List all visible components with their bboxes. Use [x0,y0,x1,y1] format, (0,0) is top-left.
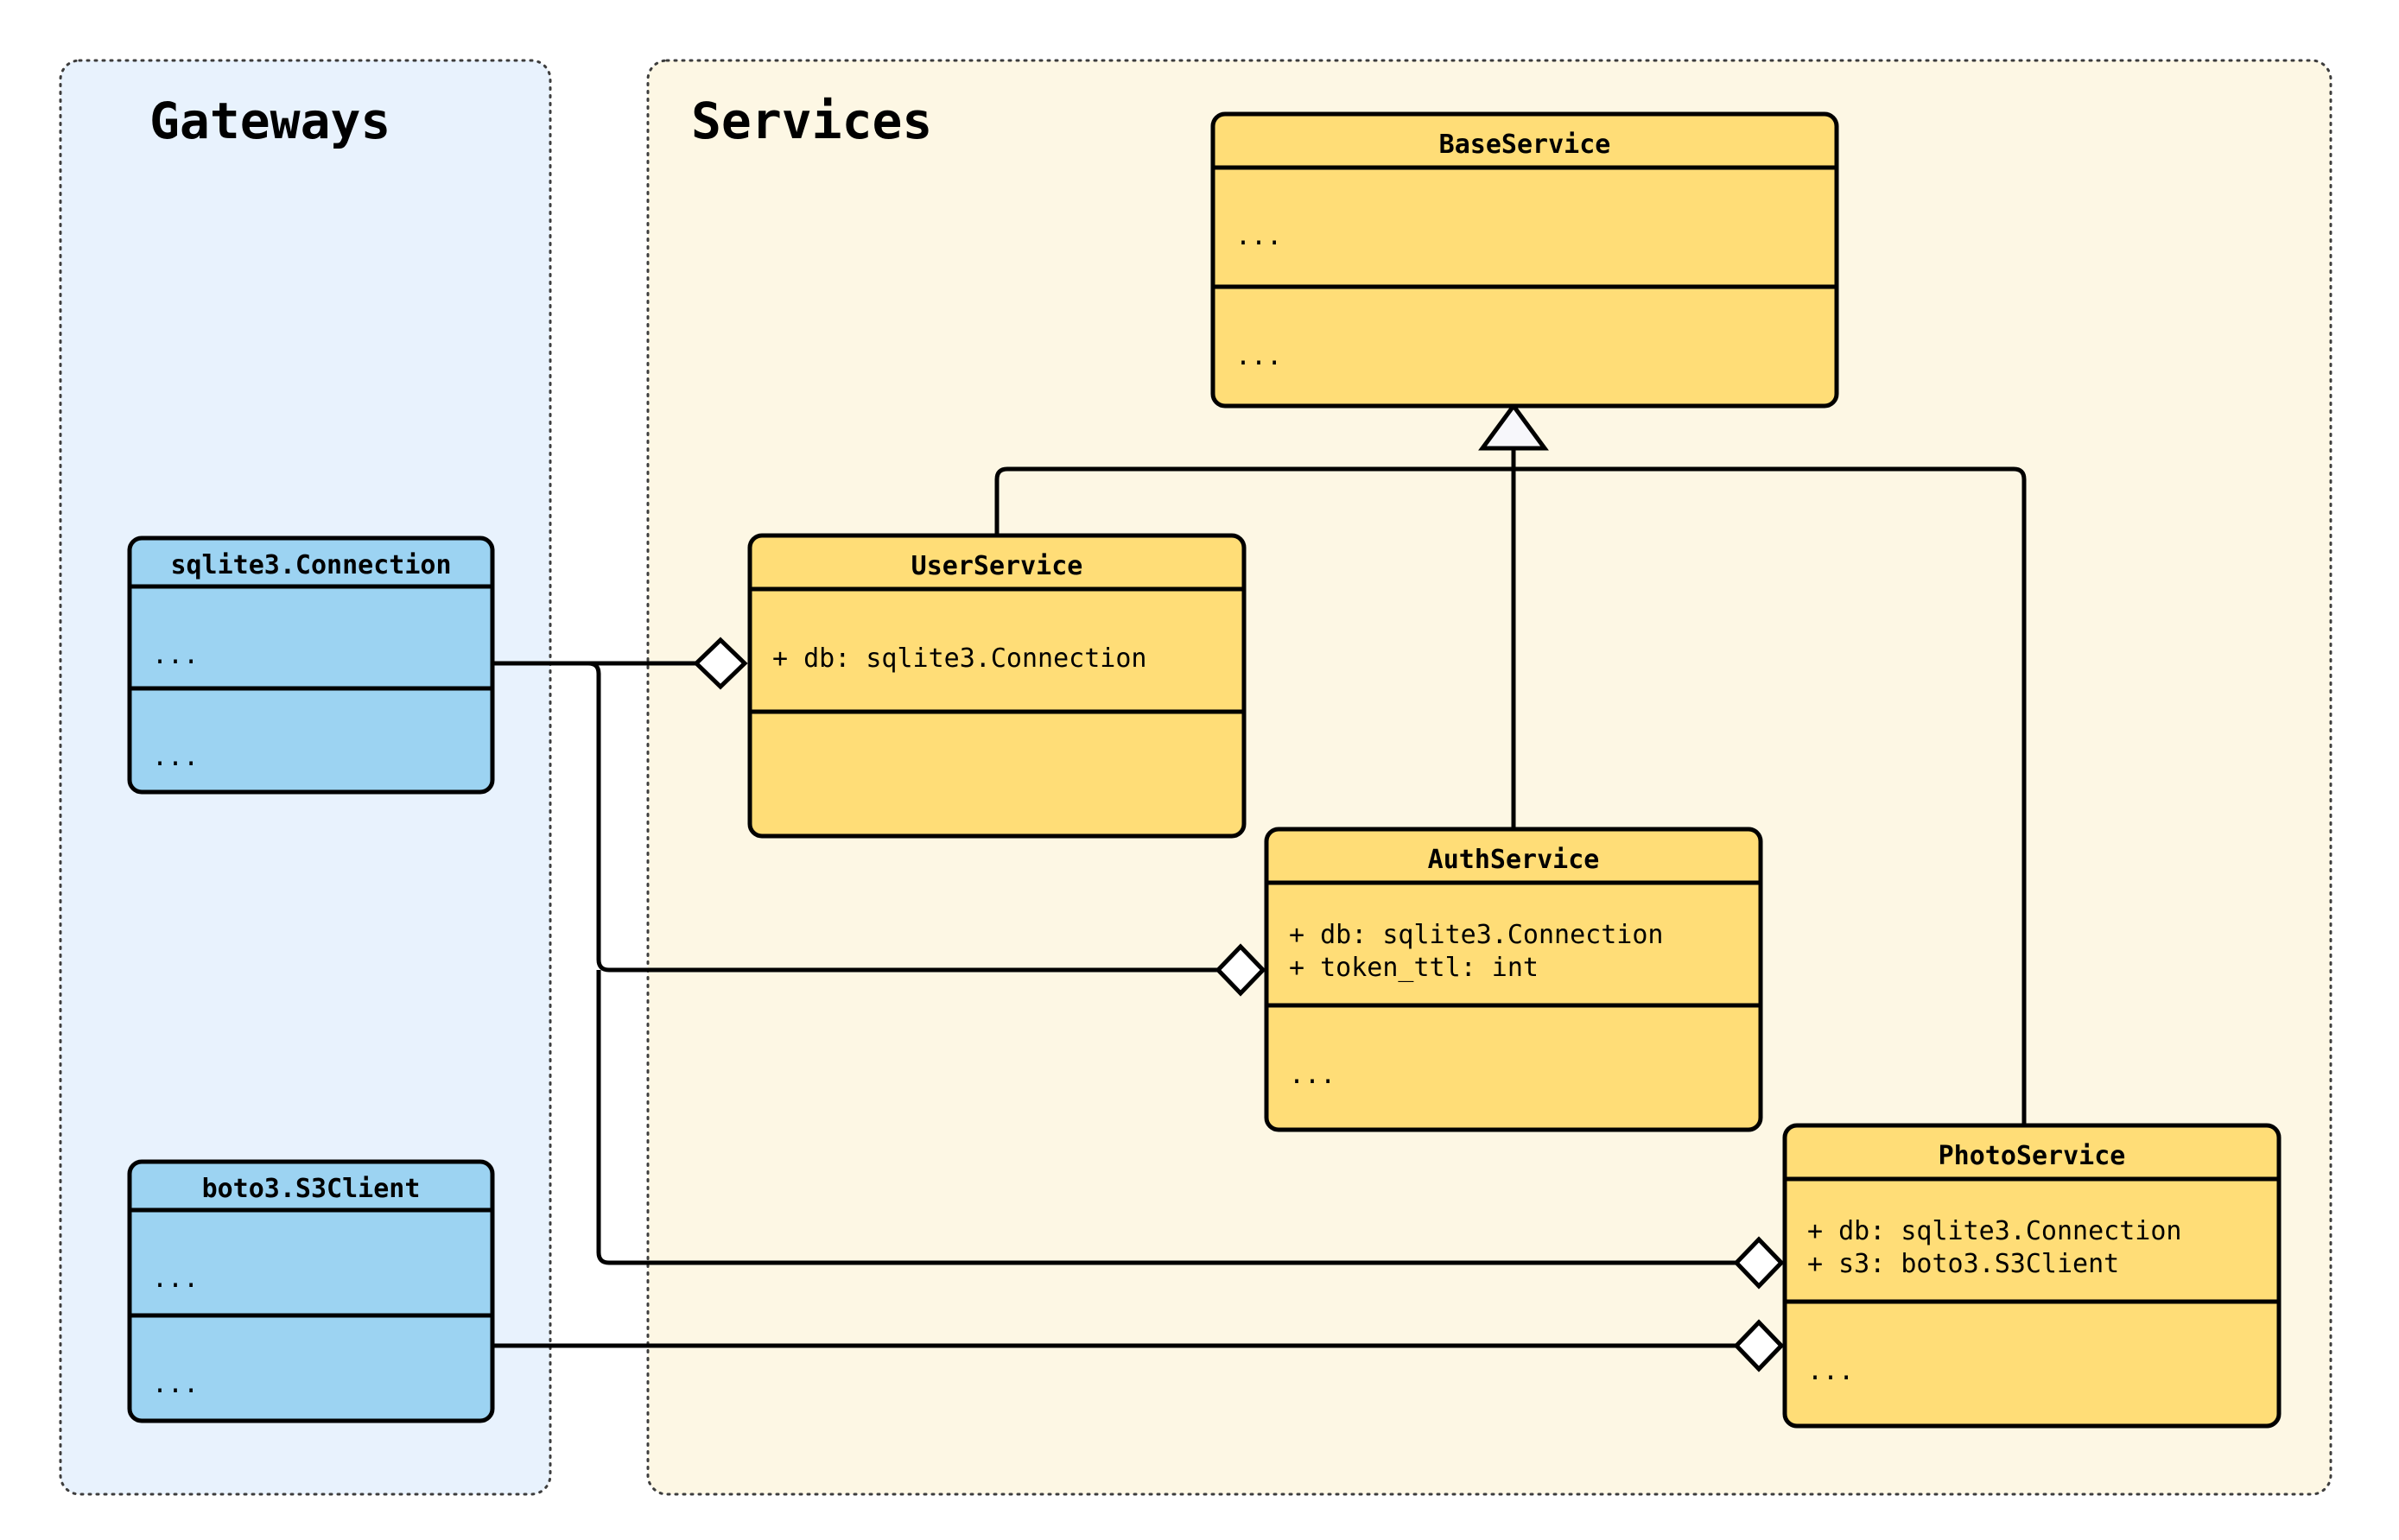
class-baseservice-box [1210,111,1839,409]
class-baseservice-method: ... [1235,341,1282,371]
generalization-edges [994,402,2027,1125]
generalization-triangle-icon [1478,402,1549,451]
class-userservice-attribute: + db: sqlite3.Connection [772,643,1146,674]
class-sqlite3-connection-box [127,536,495,795]
package-services-label: Services [691,92,932,150]
class-authservice-attribute-0: + db: sqlite3.Connection [1289,920,1663,950]
class-boto3-s3client-title: boto3.S3Client [202,1174,421,1204]
class-photoservice-title: PhotoService [1939,1141,2126,1171]
class-baseservice-attribute: ... [1235,221,1282,251]
edge-generalization-bus [994,466,2027,1125]
class-baseservice-title: BaseService [1439,130,1611,160]
aggregation-diamond-icon-photoservice-db [1733,1236,1785,1290]
class-authservice-attribute-1: + token_ttl: int [1289,953,1539,983]
class-boto3-s3client-box [127,1159,495,1423]
class-boto3-s3client[interactable]: boto3.S3Client ... ... [127,1159,495,1423]
package-gateways-label: Gateways [149,92,390,150]
class-authservice-title: AuthService [1428,845,1600,875]
class-sqlite3-connection[interactable]: sqlite3.Connection ... ... [127,536,495,795]
class-userservice[interactable]: UserService + db: sqlite3.Connection [747,533,1247,839]
class-userservice-box [747,533,1247,839]
class-boto3-s3client-method: ... [152,1369,199,1399]
class-authservice[interactable]: AuthService + db: sqlite3.Connection + t… [1264,827,1763,1132]
edge-sqlite3-to-authservice [492,661,1218,973]
class-photoservice-attribute-1: + s3: boto3.S3Client [1807,1249,2119,1279]
aggregation-diamond-icon-authservice [1215,943,1266,997]
class-photoservice[interactable]: PhotoService + db: sqlite3.Connection + … [1782,1123,2282,1429]
class-baseservice[interactable]: BaseService ... ... [1210,111,1839,409]
class-photoservice-box [1782,1123,2282,1429]
class-sqlite3-connection-method: ... [152,742,199,772]
class-authservice-method: ... [1289,1060,1336,1090]
class-sqlite3-connection-title: sqlite3.Connection [170,550,451,580]
class-authservice-box [1264,827,1763,1132]
aggregation-diamond-icon-userservice [693,637,748,690]
class-photoservice-method: ... [1807,1356,1854,1386]
class-sqlite3-connection-attribute: ... [152,640,199,670]
class-boto3-s3client-attribute: ... [152,1264,199,1294]
edge-sqlite3-to-photoservice [596,970,1736,1265]
aggregation-edges [492,637,1785,1372]
aggregation-diamond-icon-photoservice-s3 [1733,1319,1785,1372]
class-photoservice-attribute-0: + db: sqlite3.Connection [1807,1216,2181,1246]
class-userservice-title: UserService [911,551,1083,581]
